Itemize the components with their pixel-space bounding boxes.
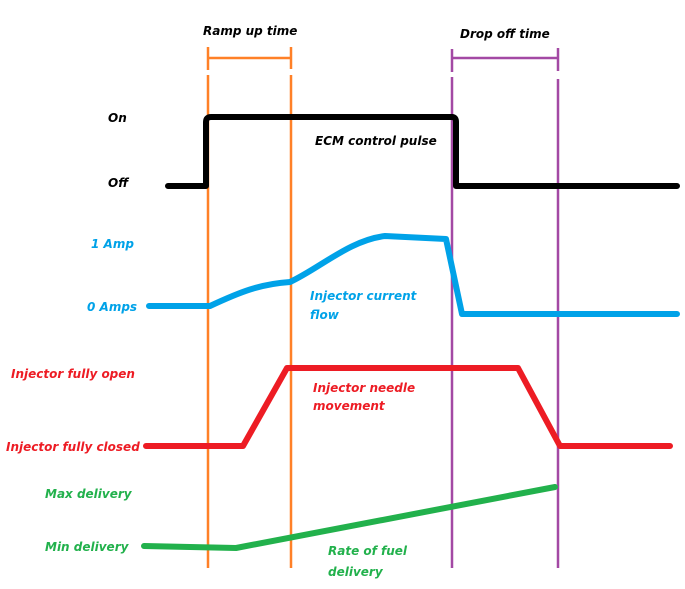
current-high-label: 1 Amp (91, 237, 134, 251)
needle-movement-line (143, 365, 673, 449)
needle-open-label: Injector fully open (11, 367, 135, 381)
needle-movement-label-1: Injector needle (313, 381, 415, 395)
fuel-rate-label-2: delivery (328, 565, 384, 579)
needle-closed-label: Injector fully closed (6, 440, 140, 454)
fuel-min-label: Min delivery (45, 540, 130, 554)
ecm-on-label: On (108, 111, 127, 125)
current-flow-line (146, 233, 680, 317)
current-low-label: 0 Amps (87, 300, 137, 314)
fuel-delivery-line (141, 484, 558, 551)
ramp-up-markers (206, 47, 293, 568)
current-flow-label-1: Injector current (310, 289, 418, 303)
fuel-rate-label-1: Rate of fuel (328, 544, 408, 558)
drop-off-markers (450, 48, 560, 568)
needle-movement-label-2: movement (313, 399, 386, 413)
ecm-pulse-line (165, 114, 680, 189)
ecm-off-label: Off (108, 176, 129, 190)
drop-off-label: Drop off time (460, 27, 550, 41)
ramp-up-label: Ramp up time (203, 24, 297, 38)
current-flow-label-2: flow (310, 308, 340, 322)
fuel-max-label: Max delivery (45, 487, 133, 501)
ecm-pulse-label: ECM control pulse (315, 134, 437, 148)
